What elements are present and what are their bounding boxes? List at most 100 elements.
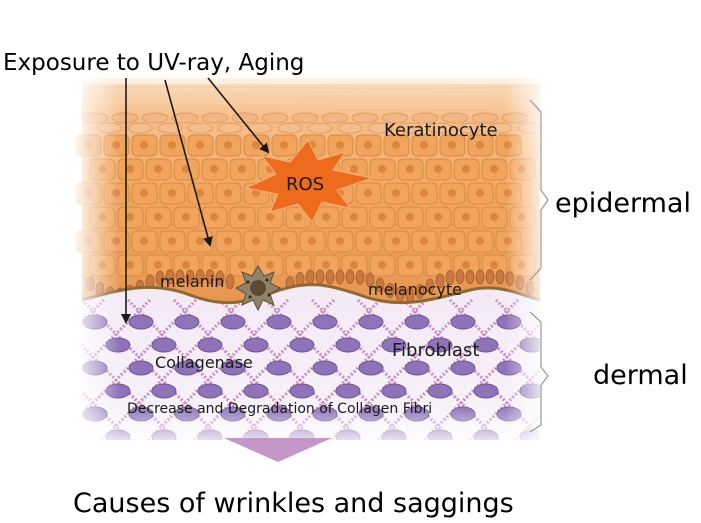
flat-cell: [427, 122, 453, 134]
cell-nucleus: [224, 189, 232, 197]
cell-nucleus: [266, 261, 274, 269]
basal-cell: [345, 269, 355, 285]
flat-cell: [291, 112, 319, 124]
fibroblast-cell: [312, 360, 338, 376]
ros-label: ROS: [286, 174, 324, 195]
keratinocyte-label: Keratinocyte: [384, 120, 498, 141]
cell-nucleus: [364, 189, 372, 197]
cell-nucleus: [378, 213, 386, 221]
cell-nucleus: [280, 237, 288, 245]
cell-nucleus: [322, 261, 330, 269]
flat-cell: [397, 122, 423, 134]
cell-nucleus: [322, 213, 330, 221]
flat-cell: [457, 122, 483, 134]
cell-nucleus: [490, 165, 498, 173]
basal-cell: [315, 269, 325, 285]
cell-nucleus: [392, 237, 400, 245]
cell-nucleus: [126, 213, 134, 221]
fibroblast-cell: [427, 337, 453, 353]
cell-nucleus: [350, 165, 358, 173]
flat-cell: [277, 122, 303, 134]
cell-nucleus: [476, 237, 484, 245]
flat-cell: [141, 112, 169, 124]
cell-nucleus: [420, 141, 428, 149]
epidermal-bracket: [529, 99, 549, 281]
basal-cell: [355, 269, 365, 285]
fibroblast-cell: [450, 360, 476, 376]
basal-cell: [425, 278, 435, 294]
cell-nucleus: [168, 189, 176, 197]
basal-cell: [195, 269, 205, 285]
cell-nucleus: [448, 189, 456, 197]
basal-cell: [325, 269, 335, 285]
fibroblast-cell: [197, 337, 223, 353]
flat-cell: [367, 122, 393, 134]
basal-cell: [205, 269, 215, 285]
flat-cell: [231, 112, 259, 124]
basal-cell: [175, 269, 185, 285]
flat-cell: [321, 112, 349, 124]
fibroblast-cell: [289, 337, 315, 353]
cell-nucleus: [210, 213, 218, 221]
fibroblast-cell: [128, 314, 154, 330]
collagenase-label: Collagenase: [155, 353, 253, 372]
cell-nucleus: [154, 261, 162, 269]
fibroblast-cell: [404, 360, 430, 376]
cell-nucleus: [280, 141, 288, 149]
fibroblast-cell: [381, 337, 407, 353]
flat-cell: [307, 122, 333, 134]
cell-nucleus: [378, 165, 386, 173]
cell-nucleus: [476, 141, 484, 149]
flat-cell: [217, 122, 243, 134]
basal-cell: [445, 270, 455, 286]
cell-nucleus: [168, 141, 176, 149]
uv-arrows: [121, 77, 270, 324]
basal-cell: [215, 270, 225, 286]
fibroblast-cell: [427, 383, 453, 399]
basal-cell: [305, 269, 315, 285]
basal-cell: [465, 269, 475, 285]
flat-cell: [201, 112, 229, 124]
collagen-decrease-label: Decrease and Degradation of Collagen Fib…: [127, 401, 432, 417]
cell-nucleus: [350, 261, 358, 269]
basal-cell: [435, 273, 445, 289]
fibroblast-cell: [243, 383, 269, 399]
fibroblast-cell: [381, 383, 407, 399]
cell-nucleus: [196, 189, 204, 197]
cell-nucleus: [462, 261, 470, 269]
cell-nucleus: [238, 165, 246, 173]
cell-nucleus: [224, 141, 232, 149]
cell-nucleus: [462, 213, 470, 221]
result-arrow-icon: [224, 438, 332, 462]
fibroblast-cell: [220, 360, 246, 376]
cell-nucleus: [266, 213, 274, 221]
cell-nucleus: [420, 189, 428, 197]
fibroblast-cell: [174, 314, 200, 330]
cell-nucleus: [140, 141, 148, 149]
basal-cell: [455, 269, 465, 285]
cell-nucleus: [420, 237, 428, 245]
cell-nucleus: [434, 165, 442, 173]
melanocyte-label: melanocyte: [368, 280, 462, 299]
flat-cell: [381, 112, 409, 124]
flat-cell: [127, 122, 153, 134]
cell-nucleus: [490, 261, 498, 269]
basal-cell: [165, 269, 175, 285]
basal-cell: [225, 274, 235, 290]
flat-cell: [441, 112, 469, 124]
cell-nucleus: [392, 141, 400, 149]
cell-nucleus: [364, 141, 372, 149]
cell-nucleus: [406, 213, 414, 221]
flat-cell: [171, 112, 199, 124]
epidermal-label: epidermal: [555, 188, 691, 219]
cell-nucleus: [336, 237, 344, 245]
fibroblast-cell: [289, 383, 315, 399]
cell-nucleus: [448, 237, 456, 245]
cell-nucleus: [434, 213, 442, 221]
basement-membrane: [81, 283, 541, 305]
cell-nucleus: [140, 237, 148, 245]
fibroblast-cell: [312, 314, 338, 330]
fibroblast-cell: [151, 383, 177, 399]
cell-nucleus: [294, 261, 302, 269]
